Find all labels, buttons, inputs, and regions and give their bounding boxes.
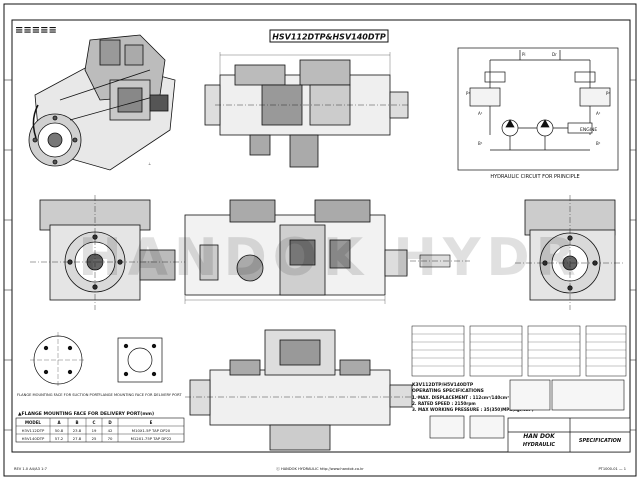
port-label-b2: B² (596, 141, 601, 146)
iso-note: ⊥ (148, 162, 151, 166)
inner-border (11, 19, 631, 453)
delivery-face-label: FLANGE MOUNTING FACE FOR DELIVERY PORT (98, 393, 182, 397)
title-block (507, 417, 631, 453)
table-cell: H5V140DTP (22, 436, 45, 441)
table-cell: 42 (108, 428, 113, 433)
top-side-view (204, 52, 410, 168)
left-end-view (30, 195, 185, 310)
port-label-b1: B¹ (478, 141, 483, 146)
table-header-a: A (57, 420, 61, 425)
outer-border (3, 3, 637, 477)
specs-title: K3V112DTP/H5V140DTP (412, 382, 474, 388)
watermark: HANDOK HYDR (78, 228, 581, 288)
port-label-a2: A² (596, 111, 601, 116)
table-header-e: E (150, 420, 153, 425)
table-cell: 23.8 (73, 428, 82, 433)
iso-pump-view (28, 34, 176, 171)
table-cell: 70 (108, 436, 113, 441)
spec-item-2: 2. RATED SPEED : 2150rpm (412, 401, 476, 406)
flange-faces (30, 332, 163, 388)
table-header-b: B (75, 420, 78, 425)
table-header-d: D (108, 420, 112, 425)
spline-tables (411, 325, 627, 377)
engine-label: ENGINE (580, 127, 597, 133)
table-cell: 57.2 (55, 436, 64, 441)
shaft-detail (410, 254, 470, 268)
table-cell: 27.8 (73, 436, 82, 441)
table-cell: M12X1.75P TAP DP22 (131, 436, 172, 441)
footer-left: REV 1.0 A4/A3 1:7 (14, 467, 47, 471)
hydraulic-circuit (457, 47, 619, 171)
table-cell: 25 (92, 436, 97, 441)
port-label-p1: P¹ (466, 91, 470, 96)
specs-subtitle: OPERATING SPECIFICATIONS (412, 388, 484, 394)
bottom-plan-view (185, 329, 420, 451)
table-cell: 19 (92, 428, 97, 433)
company-name: HAN DOK (523, 433, 556, 440)
company-sub: HYDRAULIC (523, 442, 556, 448)
right-end-view (515, 195, 625, 310)
port-label-pi: Pi (522, 52, 525, 57)
circuit-caption: HYDRAULIC CIRCUIT FOR PRINCIPLE (490, 174, 579, 180)
table-cell: 50.8 (55, 428, 64, 433)
title-box (269, 29, 389, 43)
front-view (184, 199, 408, 304)
port-label-p2: P² (606, 91, 610, 96)
table-header-c: C (93, 420, 96, 425)
port-label-a1: A¹ (478, 111, 483, 116)
sheet-title: HSV112DTP&HSV140DTP (272, 33, 386, 42)
margin-ticks (4, 79, 636, 431)
document-type: SPECIFICATION (579, 438, 622, 444)
suction-face-label: FLANGE MOUNTING FACE FOR SUCTION PORT (17, 393, 100, 397)
brand-logo: ≡≡≡≡≡ (15, 25, 57, 36)
table-cell: H3V112DTP (22, 428, 45, 433)
footer-right: PT1000-01 — 1 (598, 467, 626, 471)
port-label-dr: Dr (552, 52, 557, 57)
spec-item-3: 3. MAX WORKING PRESSURE : 35(350)MPa(kgf… (412, 407, 534, 412)
footer-center: ⓒ HANDOK HYDRAULIC http://www.handok.co.… (276, 466, 364, 471)
table-cell: M10X1.5P TAP DP20 (132, 428, 171, 433)
flange-table: ▲FLANGE MOUNTING FACE FOR DELIVERY PORT(… (15, 411, 185, 443)
spec-item-1: 1. MAX. DISPLACEMENT : 112cm³/140cm³ (412, 395, 509, 400)
flange-table-title: ▲FLANGE MOUNTING FACE FOR DELIVERY PORT(… (18, 411, 154, 417)
detail-drawings (429, 379, 625, 439)
table-header-model: MODEL (25, 420, 41, 425)
